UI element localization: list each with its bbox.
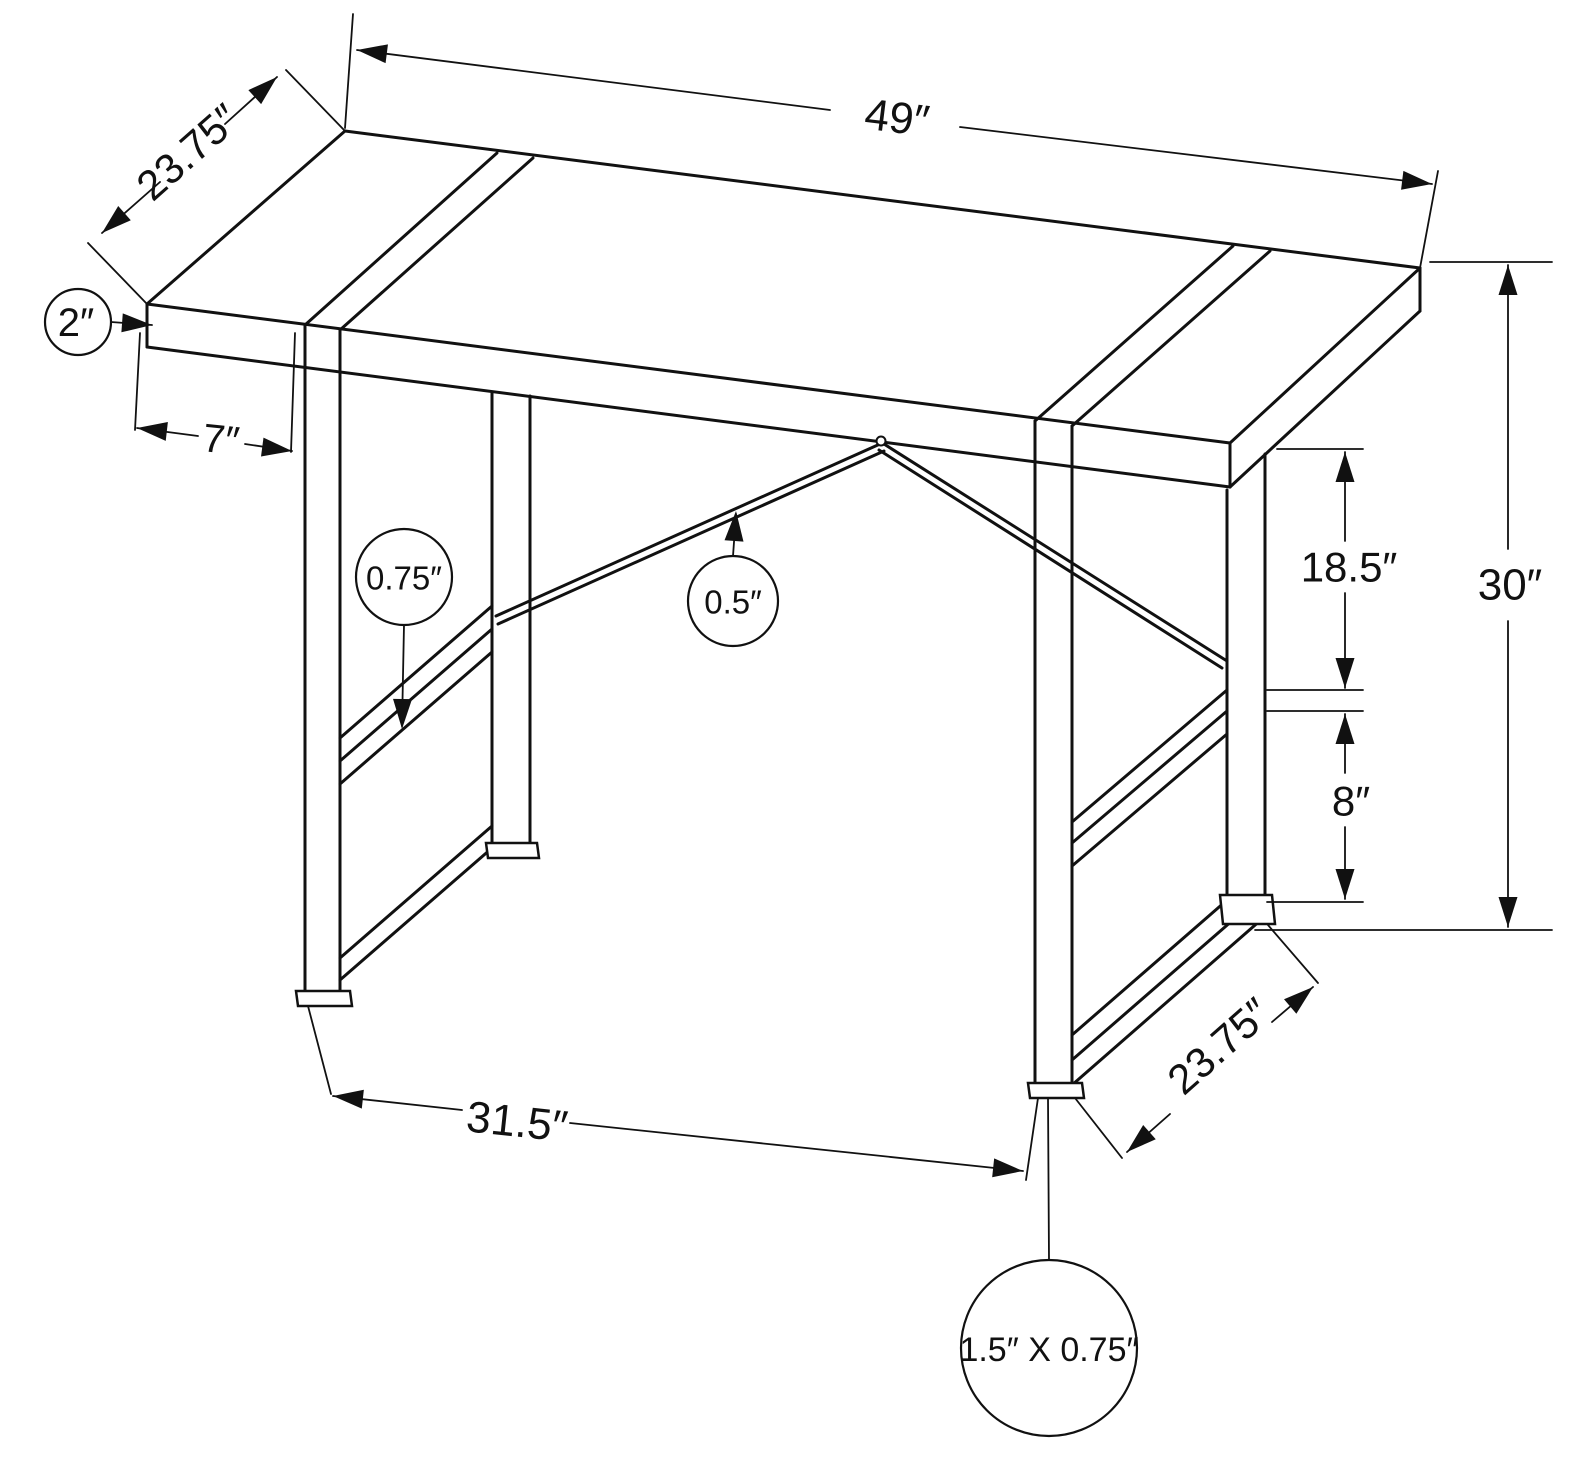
line — [1419, 170, 1439, 269]
callout-circle — [354, 527, 454, 627]
line — [1267, 924, 1319, 984]
line — [87, 242, 148, 305]
line — [1047, 1097, 1050, 1261]
line — [882, 442, 1229, 663]
line — [338, 824, 494, 960]
label-leg-span: 31.5″ — [464, 1092, 570, 1151]
line — [338, 650, 494, 786]
line — [1070, 917, 1264, 1087]
line — [338, 156, 535, 332]
arrowhead-icon — [1127, 1125, 1156, 1152]
callout-circle — [686, 554, 780, 648]
label-leg-inset: 7″ — [201, 416, 242, 464]
line — [285, 69, 346, 132]
label-shelf-thickness: 0.75″ — [366, 560, 442, 597]
arrowhead-icon — [1335, 869, 1355, 899]
line — [290, 332, 296, 453]
label-leg-profile: 1.5″ X 0.75″ — [959, 1331, 1138, 1369]
line — [494, 442, 882, 618]
callout-circles — [43, 287, 1139, 1438]
line — [1070, 732, 1229, 868]
line — [1070, 688, 1229, 824]
line — [145, 302, 1232, 445]
arrowhead-icon — [724, 511, 744, 542]
dimension-lines — [87, 13, 1553, 1261]
line — [496, 449, 886, 626]
arrowhead-icon — [261, 437, 292, 457]
line — [145, 129, 347, 306]
line — [959, 126, 1433, 185]
arrowhead-icon — [1335, 658, 1355, 688]
line — [1070, 899, 1228, 1037]
line — [1218, 893, 1277, 926]
arrowhead-icon — [333, 1089, 364, 1109]
dimension-arrowheads — [102, 44, 1518, 1178]
arrowhead-icon — [1335, 452, 1355, 482]
line — [338, 627, 494, 763]
line — [484, 841, 541, 860]
desk-outline — [145, 129, 1422, 1100]
label-top-thickness: 2″ — [58, 301, 94, 345]
line — [1033, 244, 1235, 423]
arrowhead-icon — [1284, 987, 1313, 1014]
arrowhead-icon — [1335, 714, 1355, 744]
label-upper-clearance: 18.5″ — [1301, 544, 1398, 591]
line — [1026, 1081, 1086, 1100]
line — [294, 989, 354, 1008]
line — [569, 1122, 1024, 1172]
arrowhead-icon — [357, 44, 388, 64]
line — [145, 345, 1232, 489]
line — [134, 332, 141, 431]
arrowhead-icon — [121, 313, 152, 333]
label-rod-thickness: 0.5″ — [704, 584, 762, 621]
label-lower-clearance: 8″ — [1332, 778, 1370, 825]
arrowhead-icon — [248, 77, 277, 105]
callout-circle — [43, 287, 113, 357]
label-top-width: 49″ — [862, 90, 932, 146]
line — [1025, 1097, 1039, 1181]
line — [344, 13, 354, 129]
arrowhead-icon — [1498, 265, 1518, 295]
callout-circle — [959, 1258, 1139, 1438]
line — [1070, 918, 1235, 1062]
callout-circle — [875, 435, 887, 447]
line — [1070, 709, 1229, 845]
line — [338, 604, 494, 740]
label-total-height: 30″ — [1478, 561, 1543, 610]
line — [303, 151, 499, 327]
line — [1228, 309, 1422, 489]
label-leg-depth: 23.75″ — [1158, 989, 1279, 1104]
arrowhead-icon — [1498, 897, 1518, 927]
line — [877, 448, 1224, 670]
arrowhead-icon — [992, 1158, 1023, 1178]
line — [338, 846, 494, 982]
line — [1070, 249, 1272, 428]
label-top-depth: 23.75″ — [127, 95, 248, 210]
arrowhead-icon — [137, 421, 168, 441]
line — [356, 49, 831, 111]
line — [307, 1005, 332, 1095]
line — [1228, 266, 1422, 445]
dimension-labels: 23.75″ 49″ 2″ 7″ 0.75″ 0.5″ 18.5″ 30″ 8″… — [58, 90, 1542, 1369]
line — [1074, 1097, 1123, 1159]
line — [343, 129, 1422, 270]
arrowhead-icon — [102, 206, 131, 233]
arrowhead-icon — [393, 698, 413, 729]
arrowhead-icon — [1401, 170, 1432, 190]
